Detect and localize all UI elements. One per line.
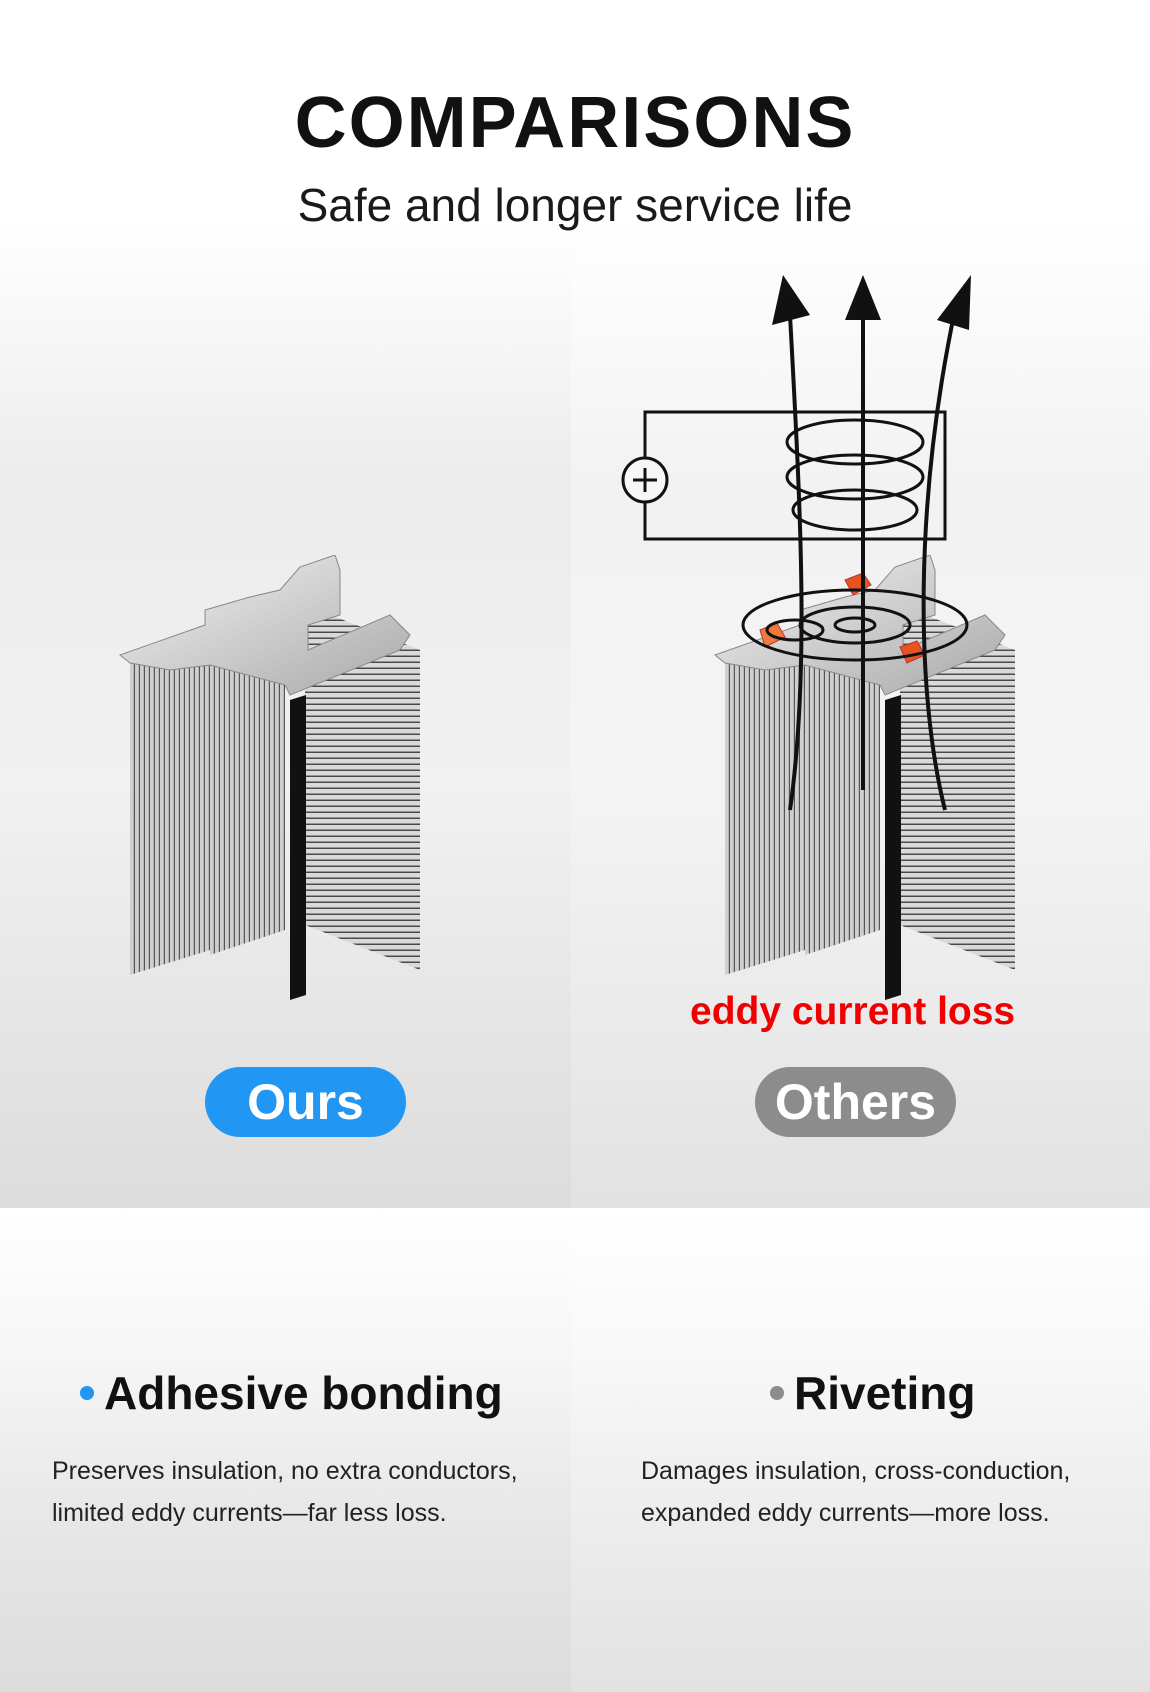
- description-line: expanded eddy currents—more loss.: [641, 1499, 1050, 1527]
- others-badge: Others: [755, 1067, 956, 1137]
- others-text-panel: [571, 1208, 1150, 1692]
- magnetic-field-arrows-icon: [621, 275, 971, 811]
- riveting-description: Damages insulation, cross-conduction, ex…: [641, 1450, 1131, 1534]
- bullet-dot-icon: [770, 1386, 784, 1400]
- description-line: Preserves insulation, no extra conductor…: [52, 1457, 518, 1485]
- riveted-core-icon: [713, 555, 1015, 1000]
- description-line: Damages insulation, cross-conduction,: [641, 1457, 1071, 1485]
- ours-badge: Ours: [205, 1067, 406, 1137]
- page-subtitle: Safe and longer service life: [297, 179, 853, 231]
- method-label: Adhesive bonding: [104, 1367, 503, 1419]
- eddy-current-label: eddy current loss: [690, 990, 1016, 1033]
- method-label: Riveting: [794, 1367, 976, 1419]
- page-title: COMPARISONS: [294, 83, 856, 163]
- battery-symbol-icon: [621, 410, 947, 541]
- laminated-core-icon: [118, 555, 420, 1000]
- adhesive-bonding-heading: Adhesive bonding: [80, 1366, 503, 1420]
- bullet-dot-icon: [80, 1386, 94, 1400]
- description-line: limited eddy currents—far less loss.: [52, 1499, 447, 1527]
- adhesive-description: Preserves insulation, no extra conductor…: [52, 1450, 572, 1534]
- riveting-heading: Riveting: [770, 1366, 975, 1420]
- ours-text-panel: [0, 1208, 571, 1692]
